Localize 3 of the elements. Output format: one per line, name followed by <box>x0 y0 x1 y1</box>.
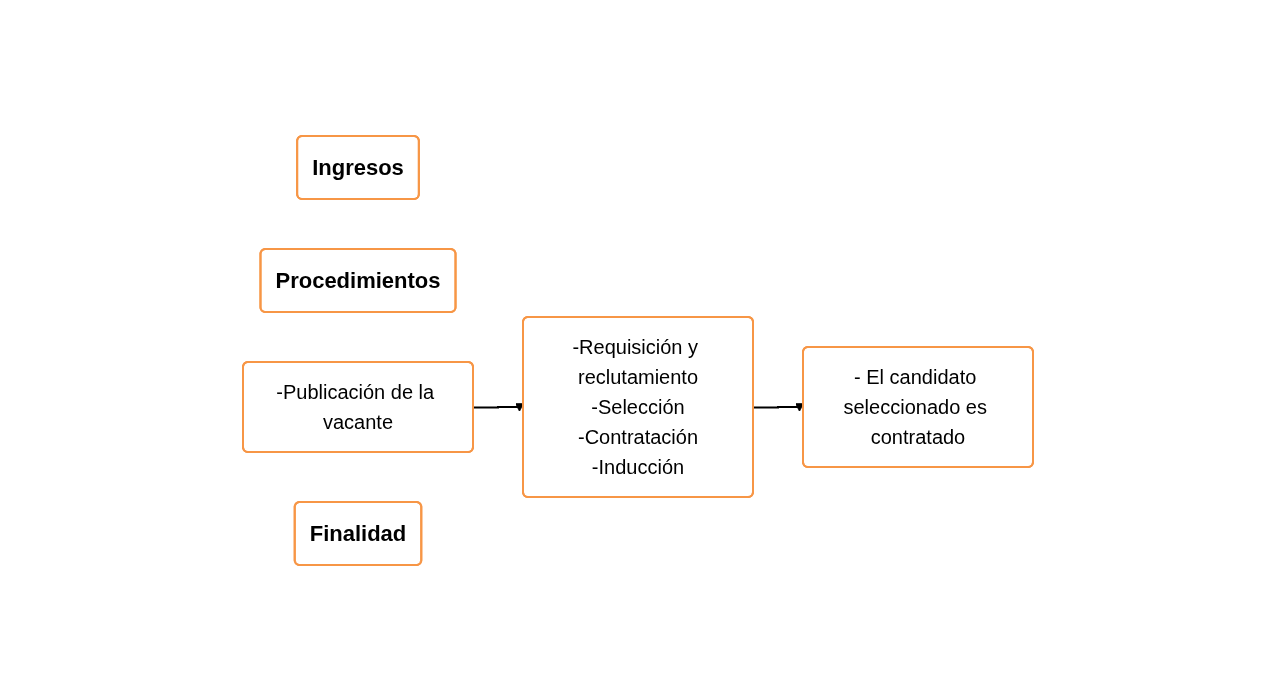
node-text: -Requisición y reclutamiento -Selección -Contratación -Inducción <box>571 335 698 478</box>
node-text: -Publicación de la vacante <box>275 380 434 433</box>
node-text: - El candidato seleccionado es contratado <box>843 365 987 448</box>
